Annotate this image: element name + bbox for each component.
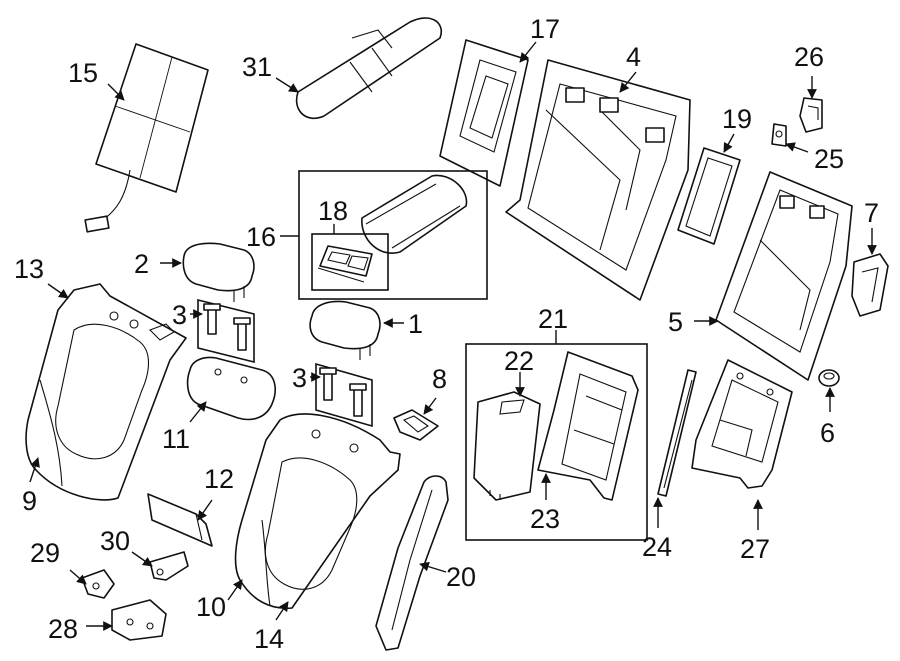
- callout-15: 15: [68, 58, 98, 88]
- callout-2: 2: [134, 249, 149, 279]
- part-1-headrest: [309, 300, 381, 360]
- callout-3-center: 3: [292, 363, 307, 393]
- callout-23: 23: [530, 504, 560, 534]
- callout-17: 17: [530, 14, 560, 44]
- callout-16: 16: [246, 222, 276, 252]
- callout-26: 26: [794, 42, 824, 72]
- part-3-guides-left: [203, 303, 251, 351]
- part-8-bezel: [393, 409, 439, 441]
- part-25-bracket: [771, 123, 787, 147]
- callout-11: 11: [162, 424, 190, 454]
- callout-22: 22: [504, 346, 534, 376]
- callout-6: 6: [820, 418, 835, 448]
- part-15-heater-mat: [84, 43, 209, 233]
- part-27-panel: [691, 359, 793, 489]
- callout-14: 14: [254, 624, 284, 654]
- callout-13: 13: [14, 254, 44, 284]
- group-box-18: [311, 233, 389, 291]
- callout-30: 30: [100, 526, 130, 556]
- part-19-cover: [677, 147, 741, 245]
- part-6-bumper: [818, 369, 840, 387]
- callout-20: 20: [446, 562, 476, 592]
- callout-31: 31: [242, 52, 272, 82]
- callout-21: 21: [538, 304, 568, 334]
- part-11-armrest-pad: [186, 356, 276, 421]
- group-box-16: [298, 170, 488, 300]
- callout-3-left: 3: [172, 300, 187, 330]
- part-28-hinge: [111, 599, 167, 641]
- group-box-3-center: [315, 362, 373, 428]
- part-12-trim: [147, 493, 213, 547]
- part-17-panel: [439, 39, 529, 187]
- callout-labels: 1 2 3 3 4 5 6 7 8 9 10 11 12 13 14 15 16…: [14, 14, 879, 654]
- callout-4: 4: [626, 42, 641, 72]
- callout-9: 9: [22, 486, 37, 516]
- callout-28: 28: [48, 614, 78, 644]
- part-5-frame: [715, 171, 853, 381]
- callout-7: 7: [864, 198, 879, 228]
- callout-5: 5: [668, 307, 683, 337]
- callout-27: 27: [740, 534, 770, 564]
- callout-12: 12: [204, 464, 234, 494]
- part-24-strip: [657, 369, 697, 497]
- part-29-bracket: [81, 569, 115, 599]
- callout-19: 19: [722, 104, 752, 134]
- leader-lines: [29, 41, 877, 631]
- part-31-bag: [295, 17, 443, 119]
- part-7-latch: [851, 253, 889, 317]
- part-20-bolster: [375, 475, 449, 651]
- callout-1: 1: [408, 309, 423, 339]
- part-30-bracket: [149, 551, 189, 581]
- part-23-bin: [537, 351, 639, 501]
- part-22-door: [473, 391, 541, 501]
- callout-18: 18: [318, 196, 348, 226]
- part-16-armrest: [361, 174, 468, 254]
- part-2-headrest: [182, 242, 255, 302]
- part-13-seatback-cover: [25, 283, 187, 501]
- part-4-seatback-frame: [505, 59, 691, 301]
- part-10-seatback-cover: [234, 413, 401, 610]
- callout-24: 24: [642, 532, 672, 562]
- part-18-cupholder: [317, 245, 373, 283]
- callout-29: 29: [30, 538, 60, 568]
- callout-8: 8: [432, 364, 447, 394]
- callout-25: 25: [814, 144, 844, 174]
- group-box-3-left: [197, 298, 255, 364]
- part-26-clip: [799, 97, 823, 133]
- callout-10: 10: [196, 592, 226, 622]
- part-3-guides-center: [319, 367, 367, 417]
